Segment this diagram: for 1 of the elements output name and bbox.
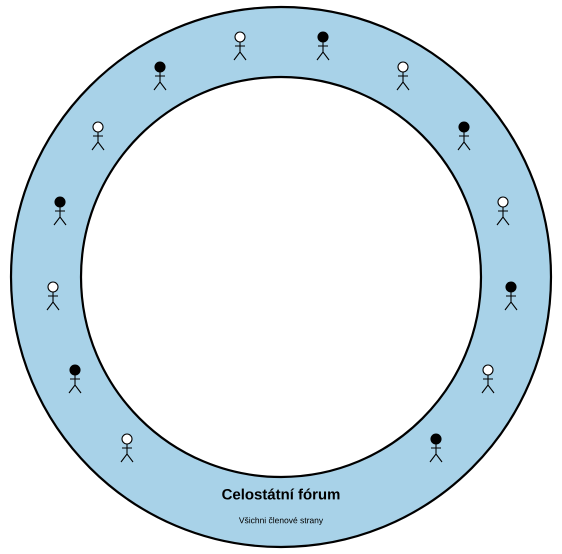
ring: Celostátní fórum Všichni členové strany	[10, 6, 552, 548]
